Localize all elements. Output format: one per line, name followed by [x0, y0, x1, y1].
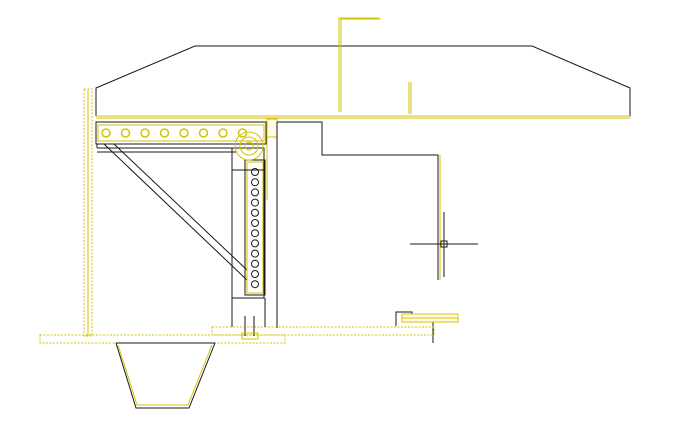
bolt-7 [218, 128, 228, 138]
bolt-4 [159, 128, 170, 138]
diagonal-brace [96, 143, 248, 281]
top-bolts [101, 128, 248, 138]
column-bolt-4 [251, 198, 259, 207]
latch-bar [395, 311, 459, 326]
column-bolts [251, 168, 259, 289]
hinge-block [266, 118, 278, 200]
bolt-2 [120, 128, 131, 138]
top-bolt-plate [95, 121, 267, 145]
column-bolt-6 [251, 219, 259, 227]
base-plate [39, 316, 435, 344]
bolt-6 [198, 128, 209, 138]
column-bolt-11 [251, 270, 259, 278]
column-bolt-2 [251, 178, 259, 187]
hood-trapezoid [95, 45, 631, 117]
right-enclosure [276, 121, 441, 343]
column-bolt-10 [251, 259, 259, 268]
column-bolt-7 [251, 229, 259, 238]
bolt-8 [237, 128, 248, 138]
column-bolt-8 [251, 239, 259, 248]
column-base [231, 298, 266, 327]
bolt-1 [101, 128, 111, 138]
bottom-hopper [115, 342, 216, 409]
column-bolt-3 [251, 188, 259, 197]
left-post [83, 88, 93, 337]
column-bolt-9 [251, 249, 259, 258]
column-bolt-1 [251, 168, 259, 176]
support-beam [96, 115, 630, 119]
crosshair-cursor[interactable] [410, 212, 478, 277]
column-plate [231, 147, 266, 299]
column-bolt-5 [251, 208, 259, 217]
hinge-pulley [234, 131, 264, 161]
column-bolt-12 [251, 280, 259, 289]
bolt-5 [179, 128, 189, 138]
hook-rod [338, 17, 412, 114]
bolt-3 [140, 128, 150, 138]
